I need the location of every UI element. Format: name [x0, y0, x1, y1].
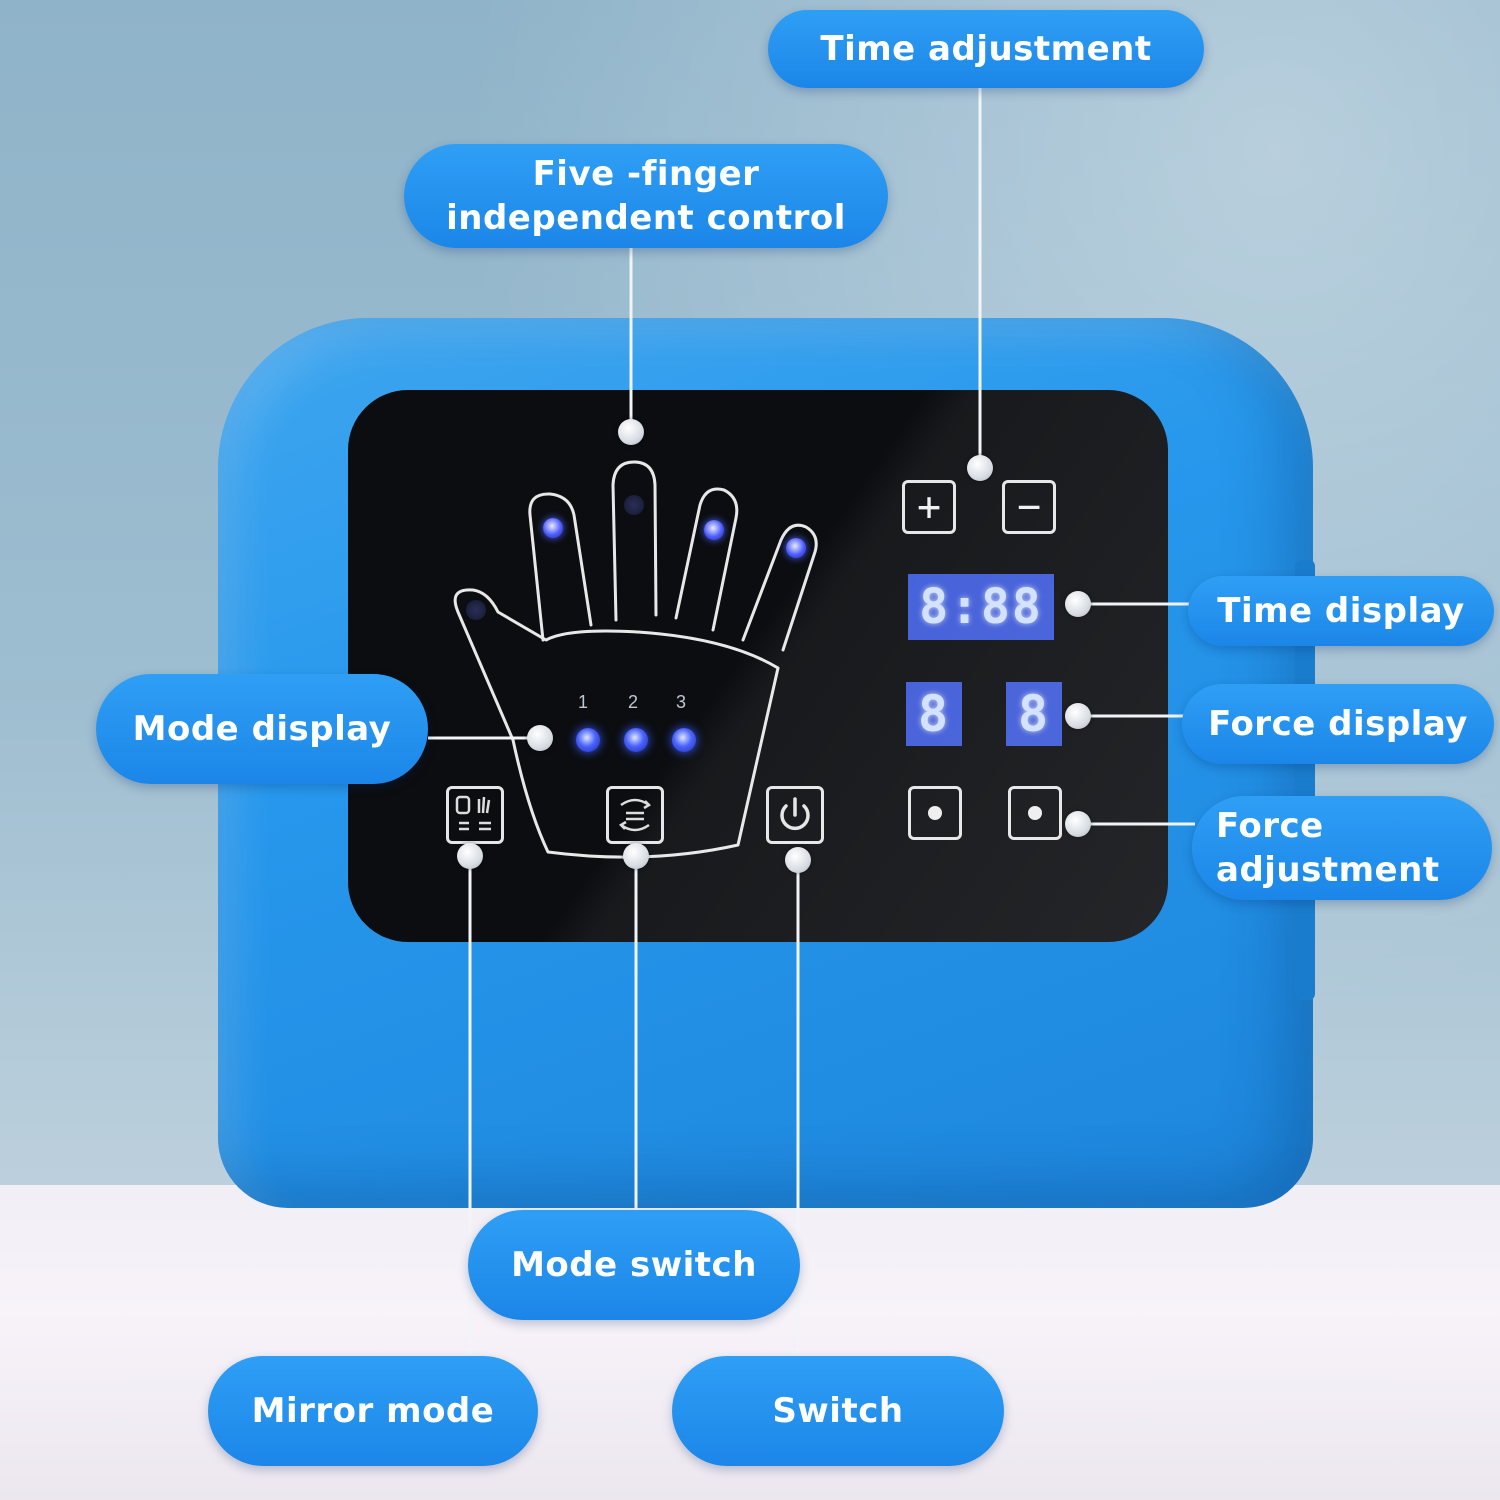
mirror-mode-button[interactable]	[446, 786, 504, 844]
force-display-right: 8	[1006, 682, 1062, 746]
control-panel-screen: 1 2 3 + − 8:88 8 8	[348, 390, 1168, 942]
power-button[interactable]	[766, 786, 824, 844]
switch-pointer	[785, 847, 811, 873]
mode-display-label: Mode display	[96, 674, 428, 784]
index-finger-led	[543, 518, 563, 538]
force-adjustment-label: Force adjustment	[1192, 796, 1492, 900]
mode-switch-button[interactable]	[606, 786, 664, 844]
time-plus-button[interactable]: +	[902, 480, 956, 534]
power-icon	[780, 797, 810, 831]
mode-led-1	[576, 728, 600, 752]
mode-switch-label: Mode switch	[468, 1210, 800, 1320]
force-adjustment-pointer	[1065, 811, 1091, 837]
mode-switch-pointer	[623, 843, 649, 869]
mirror-mode-label: Mirror mode	[208, 1356, 538, 1466]
time-adjustment-label: Time adjustment	[768, 10, 1204, 88]
five-finger-label: Five -finger independent control	[404, 144, 888, 248]
time-display-readout: 8:88	[908, 574, 1054, 640]
five-finger-pointer	[618, 419, 644, 445]
time-minus-button[interactable]: −	[1002, 480, 1056, 534]
mirror-mode-pointer	[457, 843, 483, 869]
dot-icon	[1028, 806, 1042, 820]
thumb-led	[466, 600, 486, 620]
force-down-button[interactable]	[908, 786, 962, 840]
mode-number-3: 3	[676, 692, 687, 712]
force-display-label: Force display	[1182, 684, 1494, 764]
mode-number-1: 1	[578, 692, 589, 712]
time-display-label: Time display	[1188, 576, 1494, 646]
ring-finger-led	[704, 520, 724, 540]
mode-cycle-icon	[618, 798, 652, 832]
time-adjustment-pointer	[967, 455, 993, 481]
force-up-button[interactable]	[1008, 786, 1062, 840]
mode-led-3	[672, 728, 696, 752]
mirror-hand-icon	[455, 795, 491, 831]
mode-display-pointer	[527, 725, 553, 751]
dot-icon	[928, 806, 942, 820]
middle-finger-led	[624, 495, 644, 515]
mode-number-2: 2	[628, 692, 639, 712]
little-finger-led	[786, 538, 806, 558]
force-display-left: 8	[906, 682, 962, 746]
force-display-pointer	[1065, 703, 1091, 729]
time-display-pointer	[1065, 591, 1091, 617]
mode-led-2	[624, 728, 648, 752]
switch-label: Switch	[672, 1356, 1004, 1466]
